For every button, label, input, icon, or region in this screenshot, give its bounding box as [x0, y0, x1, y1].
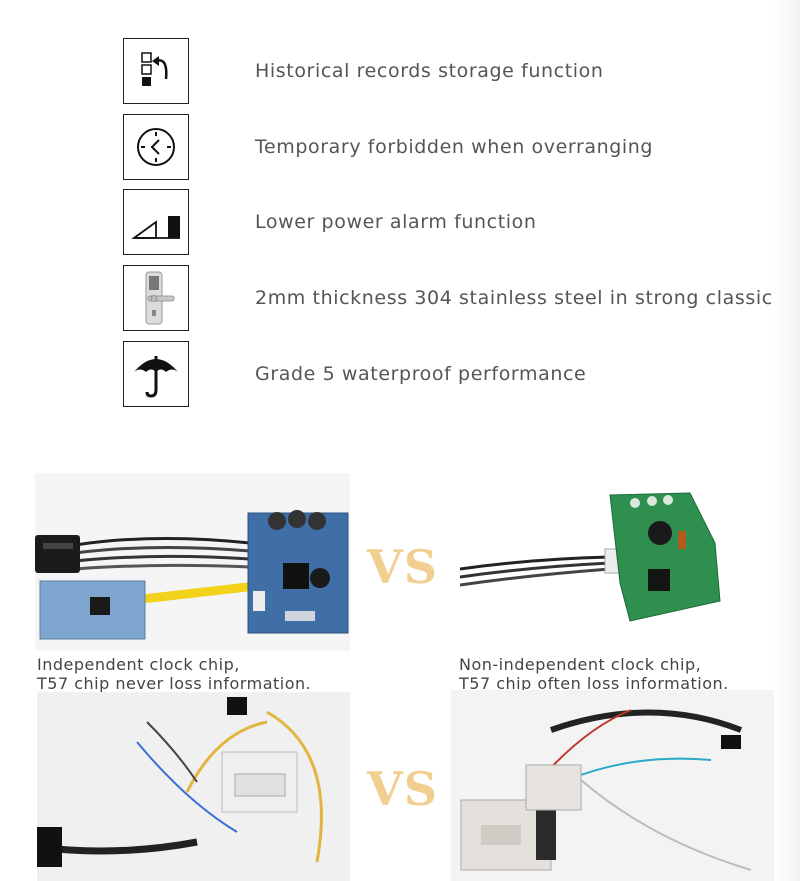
feature-label: Historical records storage function	[255, 60, 604, 82]
feature-label: Grade 5 waterproof performance	[255, 363, 587, 385]
feature-label: Lower power alarm function	[255, 211, 537, 233]
clock-forbidden-icon	[123, 114, 189, 180]
right-caption: Non-independent clock chip, T57 chip oft…	[459, 655, 729, 693]
vs-label: VS	[367, 540, 438, 594]
door-lock-handle-icon	[123, 265, 189, 331]
left-caption-line-1: Independent clock chip,	[37, 655, 240, 674]
right-caption-line-1: Non-independent clock chip,	[459, 655, 702, 674]
independent-chip-board-photo	[35, 473, 350, 651]
history-records-icon	[123, 38, 189, 104]
feature-row-waterproof: Grade 5 waterproof performance	[123, 341, 783, 407]
left-caption-line-2: T57 chip never loss information.	[37, 674, 312, 693]
umbrella-icon	[123, 341, 189, 407]
feature-row-forbidden: Temporary forbidden when overranging	[123, 114, 783, 180]
feature-row-history: Historical records storage function	[123, 38, 783, 104]
right-caption-line-2: T57 chip often loss information.	[459, 674, 729, 693]
independent-wire-harness-photo	[37, 692, 350, 881]
feature-row-steel: 2mm thickness 304 stainless steel in str…	[123, 265, 783, 331]
non-independent-chip-board-photo	[460, 473, 740, 651]
feature-label: Temporary forbidden when overranging	[255, 136, 654, 158]
feature-label: 2mm thickness 304 stainless steel in str…	[255, 287, 773, 309]
low-power-alarm-icon	[123, 189, 189, 255]
page-edge-shade	[772, 0, 800, 881]
left-caption: Independent clock chip, T57 chip never l…	[37, 655, 311, 693]
feature-row-low-power: Lower power alarm function	[123, 189, 783, 255]
non-independent-wire-harness-photo	[451, 690, 774, 881]
vs-label: VS	[367, 762, 438, 816]
